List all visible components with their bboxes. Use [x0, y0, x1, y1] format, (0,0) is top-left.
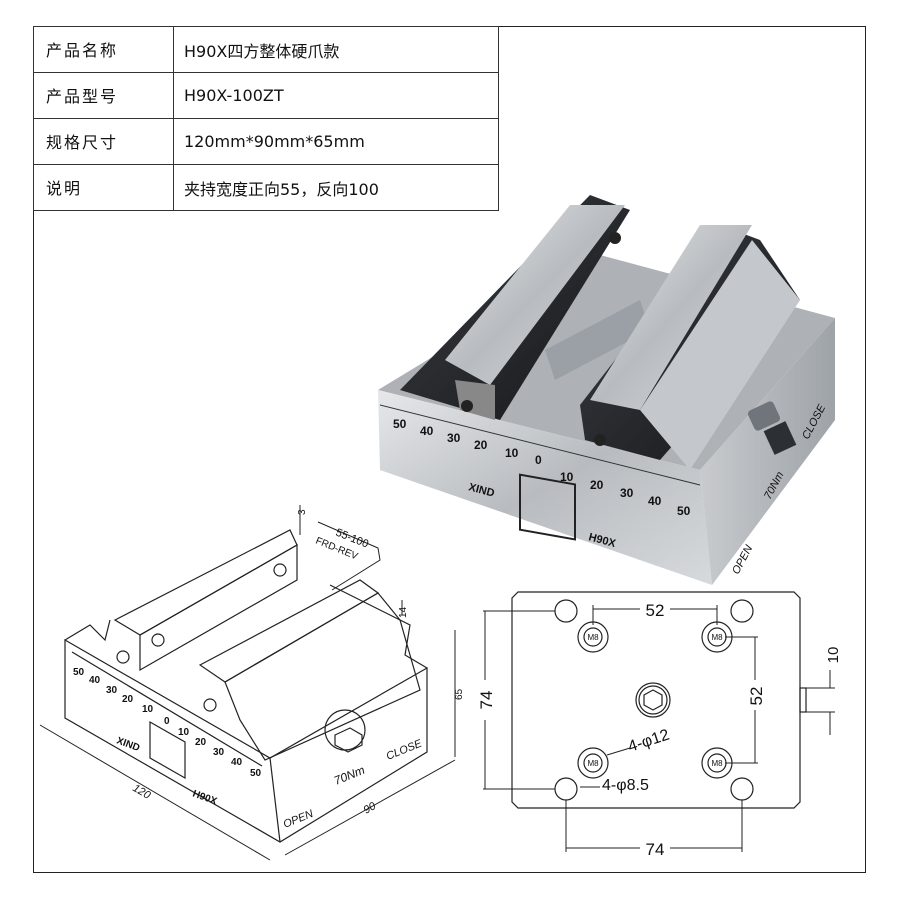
row-value: 夹持宽度正向55，反向100: [173, 164, 499, 211]
row-value: H90X四方整体硬爪款: [173, 26, 499, 73]
plate-nub: [799, 687, 807, 713]
iso-dimension-lines: [39, 505, 456, 861]
scale-label: 30: [106, 685, 118, 696]
photo-scale: [379, 404, 701, 486]
center-hex-socket: [635, 682, 671, 718]
dim-bottom: 74: [646, 840, 665, 859]
dim-jaw-height: 14: [398, 606, 409, 618]
bolt: [747, 401, 781, 431]
scale-label: 30: [447, 431, 461, 445]
scale-label: 10: [142, 704, 154, 715]
scale-label: 20: [474, 438, 488, 452]
base-side-face: [700, 318, 835, 585]
scale-label: 20: [122, 694, 134, 705]
dim-left: 74: [477, 691, 496, 710]
thread-labels: M8 M8 M8 M8: [587, 633, 723, 768]
dim-nub: 10: [825, 647, 842, 664]
scale-label: 40: [231, 757, 243, 768]
scale-label: 30: [620, 486, 634, 500]
scale-label: 10: [505, 446, 519, 460]
thread-holes: [577, 621, 733, 779]
scale-label: 10: [178, 727, 190, 738]
scale-label: 40: [420, 424, 434, 438]
scale-label: 40: [648, 494, 662, 508]
hole-note: 4-φ8.5: [602, 777, 649, 794]
scale-label: 30: [213, 747, 225, 758]
right-jaw-top: [640, 240, 800, 470]
scale-label: 20: [590, 478, 604, 492]
iso-scale: 50 40 30 20 10 0 10 20 30 40 50: [73, 667, 262, 779]
thread-label: M8: [587, 633, 599, 642]
table-row: 说明夹持宽度正向55，反向100: [33, 164, 499, 211]
thread-label: M8: [711, 759, 723, 768]
scale-label: 50: [677, 504, 691, 518]
dim-right: 52: [747, 687, 766, 706]
scale-label: 40: [89, 675, 101, 686]
thread-label: M8: [711, 633, 723, 642]
svg-text:50 40 30 20 10: 50 40 30 20 10 0 10 20 30 40 50: [393, 417, 691, 518]
scale-label: 50: [73, 667, 85, 678]
xind-logo: [519, 473, 576, 541]
scale-label: 0: [164, 716, 170, 727]
vise-outline: [64, 529, 428, 843]
plate-outline: [511, 591, 801, 809]
scale-label: 50: [250, 768, 262, 779]
jaw-hole: [594, 434, 606, 446]
bolt-head: [763, 421, 797, 455]
scale-label: 10: [560, 470, 574, 484]
dim-jaw-step: 3: [297, 509, 308, 515]
scale-label: 0: [535, 453, 542, 467]
scale-label: 20: [195, 737, 207, 748]
base-front-face: [378, 390, 712, 585]
scale-label: 50: [393, 417, 407, 431]
dim-height: 65: [454, 688, 465, 700]
plate-dimension-lines: [483, 605, 835, 852]
lead-screw: [545, 300, 650, 380]
dim-top: 52: [646, 601, 665, 620]
jaw-hole: [461, 400, 473, 412]
left-jaw-ruler: [445, 205, 625, 385]
thread-label: M8: [587, 759, 599, 768]
row-value: 120mm*90mm*65mm: [173, 118, 499, 165]
jaw-hole: [609, 232, 621, 244]
counterbore-note: 4-φ12: [626, 727, 672, 756]
right-jaw-ruler: [590, 225, 752, 410]
